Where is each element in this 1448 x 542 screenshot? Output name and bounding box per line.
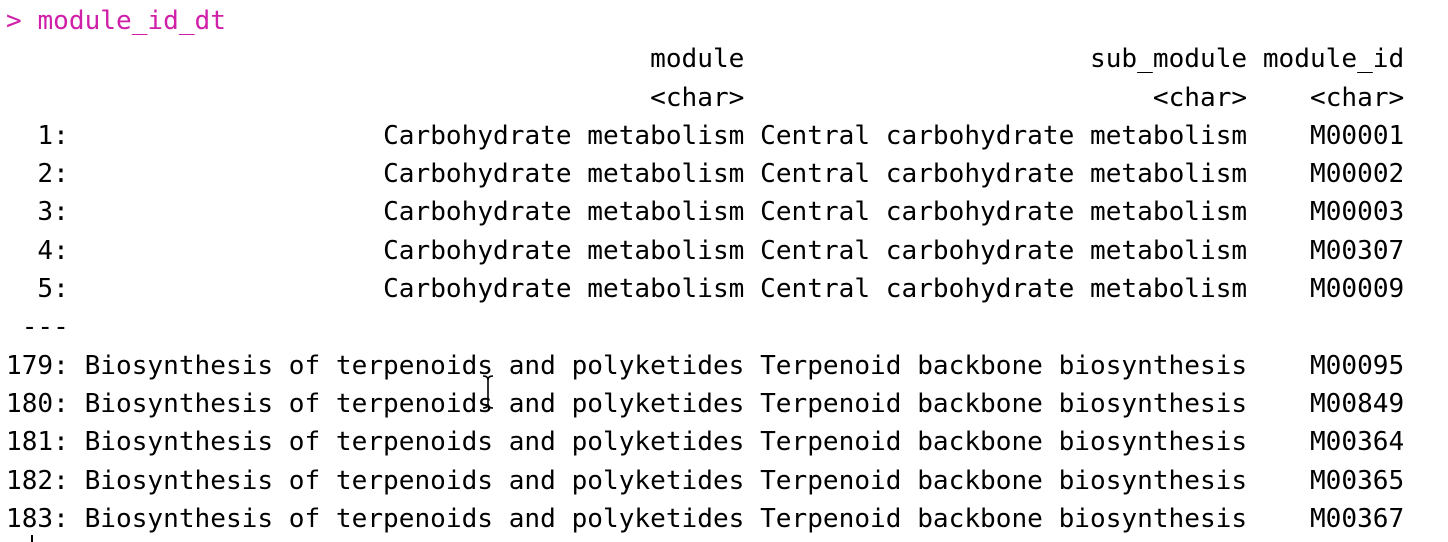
command-line: > module_id_dt [6,2,1404,40]
cell-module: Carbohydrate metabolism [383,235,745,266]
table-row: 4: Carbohydrate metabolism Central carbo… [6,232,1404,270]
type-module-id: <char> [1309,82,1405,113]
cell-module-id: M00307 [1309,235,1405,266]
table-row: 2: Carbohydrate metabolism Central carbo… [6,155,1404,193]
table-row: 179: Biosynthesis of terpenoids and poly… [6,347,1404,385]
table-row: 1: Carbohydrate metabolism Central carbo… [6,117,1404,155]
cell-sub-module: Central carbohydrate metabolism [760,274,1248,305]
cell-sub-module: Terpenoid backbone biosynthesis [760,503,1248,534]
cell-sub-module: Central carbohydrate metabolism [760,120,1248,151]
data-table-output: module sub_module module_id <char> <char… [6,40,1404,538]
cell-sub-module: Central carbohydrate metabolism [760,197,1248,228]
type-sub-module: <char> [1152,82,1248,113]
type-module: <char> [650,82,745,113]
table-row: 3: Carbohydrate metabolism Central carbo… [6,193,1404,231]
cell-module: Biosynthesis of terpenoids and polyketid… [84,503,745,534]
column-headers: module sub_module module_id [6,40,1404,78]
cell-module: Biosynthesis of terpenoids and polyketid… [84,350,745,381]
cell-module-id: M00367 [1309,503,1405,534]
row-index: 5: [37,274,69,305]
row-index: 181: [6,427,69,458]
cell-module: Biosynthesis of terpenoids and polyketid… [84,388,745,419]
cell-module-id: M00364 [1309,427,1405,458]
prompt-symbol: > [6,6,22,36]
cell-module: Biosynthesis of terpenoids and polyketid… [84,465,745,496]
cell-sub-module: Central carbohydrate metabolism [760,235,1248,266]
console-output[interactable]: > module_id_dt module sub_module module_… [6,2,1404,538]
table-row: 5: Carbohydrate metabolism Central carbo… [6,270,1404,308]
cell-sub-module: Terpenoid backbone biosynthesis [760,388,1248,419]
cell-module: Carbohydrate metabolism [383,197,745,228]
row-index: 4: [37,235,69,266]
cell-module: Carbohydrate metabolism [383,120,745,151]
cell-module-id: M00009 [1309,274,1405,305]
command-text: module_id_dt [37,6,226,36]
table-row: 181: Biosynthesis of terpenoids and poly… [6,423,1404,461]
header-module: module [650,44,745,75]
cell-module: Carbohydrate metabolism [383,159,745,190]
row-separator: --- [6,308,1404,346]
row-index: 182: [6,465,69,496]
cell-module: Biosynthesis of terpenoids and polyketid… [84,427,745,458]
header-module-id: module_id [1262,44,1405,75]
row-index: 179: [6,350,69,381]
table-row: 180: Biosynthesis of terpenoids and poly… [6,385,1404,423]
row-index: 3: [37,197,69,228]
cell-sub-module: Terpenoid backbone biosynthesis [760,465,1248,496]
cell-module: Carbohydrate metabolism [383,274,745,305]
cell-module-id: M00095 [1309,350,1405,381]
cell-module-id: M00002 [1309,159,1405,190]
separator-text: --- [21,312,69,343]
cell-module-id: M00001 [1309,120,1405,151]
cell-module-id: M00003 [1309,197,1405,228]
cell-sub-module: Terpenoid backbone biosynthesis [760,350,1248,381]
row-index: 2: [37,159,69,190]
cell-sub-module: Terpenoid backbone biosynthesis [760,427,1248,458]
table-row: 182: Biosynthesis of terpenoids and poly… [6,462,1404,500]
row-index: 180: [6,388,69,419]
header-sub-module: sub_module [1090,44,1248,75]
cell-module-id: M00849 [1309,388,1405,419]
table-row: 183: Biosynthesis of terpenoids and poly… [6,500,1404,538]
caret-icon [31,535,33,542]
row-index: 183: [6,503,69,534]
cell-sub-module: Central carbohydrate metabolism [760,159,1248,190]
row-index: 1: [37,120,69,151]
cell-module-id: M00365 [1309,465,1405,496]
column-types: <char> <char> <char> [6,79,1404,117]
